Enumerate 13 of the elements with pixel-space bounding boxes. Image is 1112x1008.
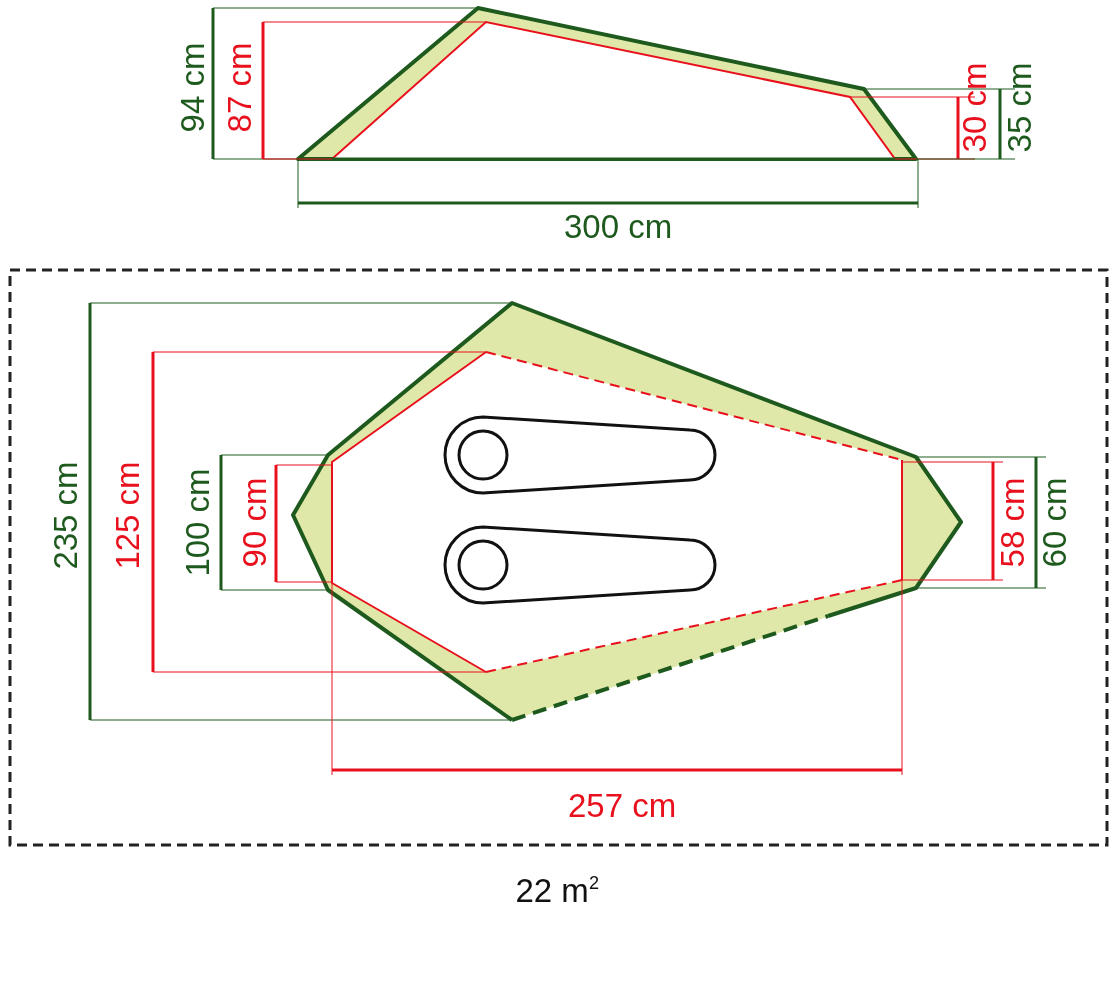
dimension-label: 235 cm <box>48 460 82 570</box>
dimension-label: 87 cm <box>223 42 257 132</box>
dimension-label: 60 cm <box>1038 477 1072 567</box>
dimension-label: 125 cm <box>110 460 144 570</box>
dimension-label: 100 cm <box>180 467 214 577</box>
dimension-label: 94 cm <box>176 42 210 132</box>
dimension-label: 30 cm <box>958 62 992 152</box>
dimension-label: 257 cm <box>568 788 677 822</box>
dimension-label: 22 m$^{2}$ <box>515 873 599 907</box>
dimension-label: 58 cm <box>996 477 1030 567</box>
dimension-label: 90 cm <box>238 477 272 567</box>
dimension-label: 35 cm <box>1003 62 1037 152</box>
dimension-label: 300 cm <box>564 209 673 243</box>
